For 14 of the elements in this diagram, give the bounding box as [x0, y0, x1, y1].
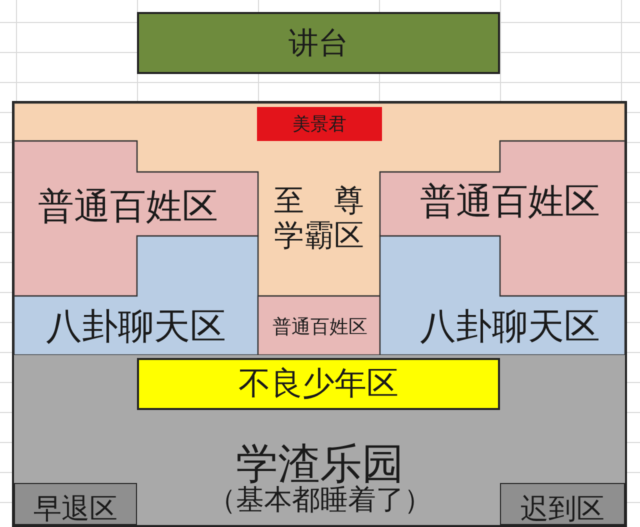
zone-label: 至尊学霸区 — [274, 184, 364, 254]
zone-label: 普通百姓区 — [38, 186, 218, 228]
classroom-outline — [12, 101, 627, 527]
zone-area — [14, 355, 625, 525]
zone-box: 迟到区 — [500, 483, 625, 525]
podium-box: 讲台 — [137, 12, 500, 74]
zone-label: 八卦聊天区 — [420, 306, 600, 348]
zone-label: 普通百姓区 — [272, 317, 368, 339]
zone-label: （基本都睡着了） — [208, 484, 432, 516]
zone-label: 八卦聊天区 — [46, 306, 226, 348]
zone-box: 不良少年区 — [137, 358, 500, 410]
zone-box: 早退区 — [14, 483, 137, 525]
seat-box: 美景君 — [257, 107, 382, 141]
zone-label: 普通百姓区 — [420, 181, 600, 223]
